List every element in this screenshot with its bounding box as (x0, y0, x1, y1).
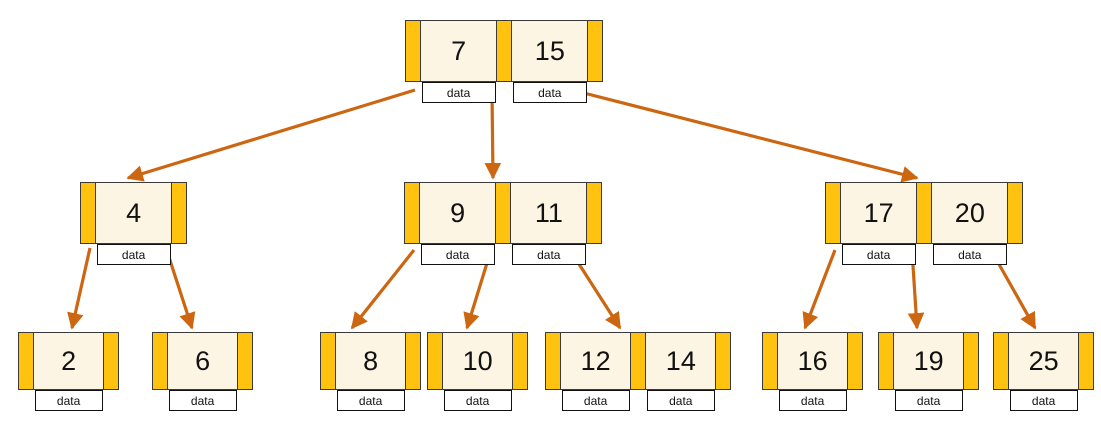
btree-node-internal-1[interactable]: 4 (80, 182, 188, 244)
pointer-bar[interactable] (587, 20, 604, 82)
data-box[interactable]: data (561, 390, 630, 411)
pointer-bar[interactable] (496, 20, 513, 82)
edge-root-to-internal-1 (126, 88, 416, 182)
pointer-bar[interactable] (545, 332, 561, 390)
pointer-bar[interactable] (80, 182, 96, 244)
key-cell[interactable]: 25 (1007, 332, 1080, 390)
btree-node-leaf-6[interactable]: 16 (762, 332, 864, 390)
btree-node-leaf-2[interactable]: 6 (152, 332, 254, 390)
pointer-bar[interactable] (237, 332, 254, 390)
pointer-bar[interactable] (1007, 182, 1024, 244)
pointer-bar[interactable] (916, 182, 933, 244)
data-box[interactable]: data (841, 244, 916, 265)
edge-root-to-internal-2 (484, 91, 502, 180)
data-box[interactable]: data (932, 244, 1007, 265)
data-box[interactable]: data (512, 82, 587, 103)
pointer-bar[interactable] (405, 332, 422, 390)
btree-node-leaf-3[interactable]: 8 (320, 332, 422, 390)
data-box[interactable]: data (443, 390, 512, 411)
data-box[interactable]: data (336, 390, 405, 411)
data-box[interactable]: data (778, 390, 847, 411)
key-cell[interactable]: 6 (166, 332, 239, 390)
data-box[interactable]: data (96, 244, 171, 265)
pointer-bar[interactable] (495, 182, 512, 244)
data-box[interactable]: data (646, 390, 715, 411)
btree-node-leaf-4[interactable]: 10 (427, 332, 529, 390)
key-cell[interactable]: 17 (839, 182, 918, 244)
key-cell[interactable]: 11 (509, 182, 588, 244)
pointer-bar[interactable] (512, 332, 529, 390)
key-cell[interactable]: 16 (776, 332, 849, 390)
key-cell[interactable]: 15 (510, 20, 589, 82)
key-cell[interactable]: 8 (334, 332, 407, 390)
pointer-bar[interactable] (825, 182, 841, 244)
pointer-bar[interactable] (404, 182, 420, 244)
key-cell[interactable]: 7 (419, 20, 498, 82)
pointer-bar[interactable] (18, 332, 34, 390)
pointer-bar[interactable] (715, 332, 732, 390)
data-box[interactable]: data (168, 390, 237, 411)
edge-internal-3-to-leaf-6 (802, 249, 837, 330)
data-box[interactable]: data (34, 390, 103, 411)
key-cell[interactable]: 20 (930, 182, 1009, 244)
edge-root-to-internal-3 (571, 88, 919, 183)
pointer-bar[interactable] (320, 332, 336, 390)
pointer-bar[interactable] (847, 332, 864, 390)
pointer-bar[interactable] (630, 332, 647, 390)
pointer-bar[interactable] (171, 182, 188, 244)
pointer-bar[interactable] (103, 332, 120, 390)
pointer-bar[interactable] (762, 332, 778, 390)
pointer-bar[interactable] (427, 332, 443, 390)
data-box[interactable]: data (1009, 390, 1078, 411)
pointer-bar[interactable] (152, 332, 168, 390)
pointer-bar[interactable] (993, 332, 1009, 390)
pointer-bar[interactable] (405, 20, 421, 82)
key-cell[interactable]: 2 (32, 332, 105, 390)
btree-node-leaf-8[interactable]: 25 (993, 332, 1095, 390)
pointer-bar[interactable] (586, 182, 603, 244)
data-box[interactable]: data (421, 82, 496, 103)
data-box[interactable]: data (511, 244, 586, 265)
data-box[interactable]: data (420, 244, 495, 265)
edge-internal-1-to-leaf-1 (67, 247, 92, 330)
key-cell[interactable]: 12 (559, 332, 632, 390)
key-cell[interactable]: 19 (892, 332, 965, 390)
btree-node-leaf-1[interactable]: 2 (18, 332, 120, 390)
key-cell[interactable]: 4 (94, 182, 173, 244)
key-cell[interactable]: 10 (441, 332, 514, 390)
key-cell[interactable]: 14 (644, 332, 717, 390)
edge-internal-2-to-leaf-3 (350, 249, 416, 330)
pointer-bar[interactable] (1078, 332, 1095, 390)
key-cell[interactable]: 9 (418, 182, 497, 244)
btree-node-leaf-7[interactable]: 19 (878, 332, 980, 390)
pointer-bar[interactable] (963, 332, 980, 390)
pointer-bar[interactable] (878, 332, 894, 390)
data-box[interactable]: data (894, 390, 963, 411)
